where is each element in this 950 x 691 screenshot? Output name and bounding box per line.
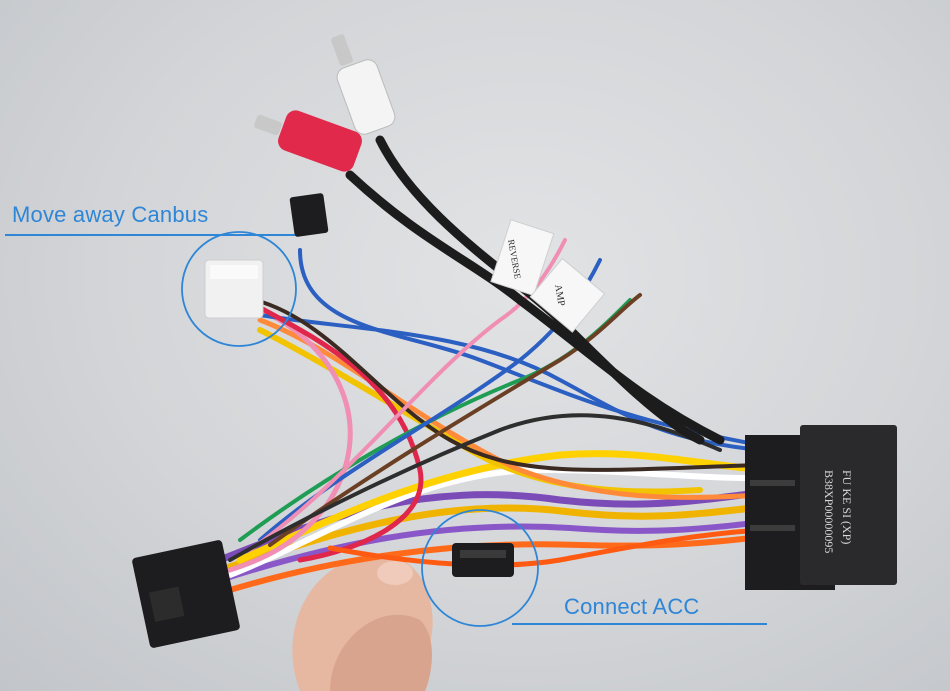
acc-highlight-circle <box>421 509 539 627</box>
small-black-connector <box>289 193 329 237</box>
canbus-annotation-line <box>5 234 295 236</box>
wire-bundle <box>216 238 784 593</box>
main-harness-connector <box>132 540 240 648</box>
wire-tags: REVERSE AMP <box>490 219 606 333</box>
acc-black-connector <box>452 543 514 577</box>
canbus-white-connector <box>204 259 264 319</box>
canbus-decoder-box: FU KE SI (XP) B38XP00000095 <box>745 425 897 590</box>
acc-annotation-line <box>512 623 767 625</box>
box-label-line2: B38XP00000095 <box>822 470 836 553</box>
canbus-highlight-circle <box>181 231 297 347</box>
red-rca-plug <box>254 110 362 172</box>
canbus-annotation-label: Move away Canbus <box>12 202 209 227</box>
white-rca-plug <box>331 34 396 135</box>
box-label-line1: FU KE SI (XP) <box>840 470 854 544</box>
acc-annotation-label: Connect ACC <box>564 594 700 619</box>
amp-tag: AMP <box>552 284 567 308</box>
hand <box>292 554 433 691</box>
